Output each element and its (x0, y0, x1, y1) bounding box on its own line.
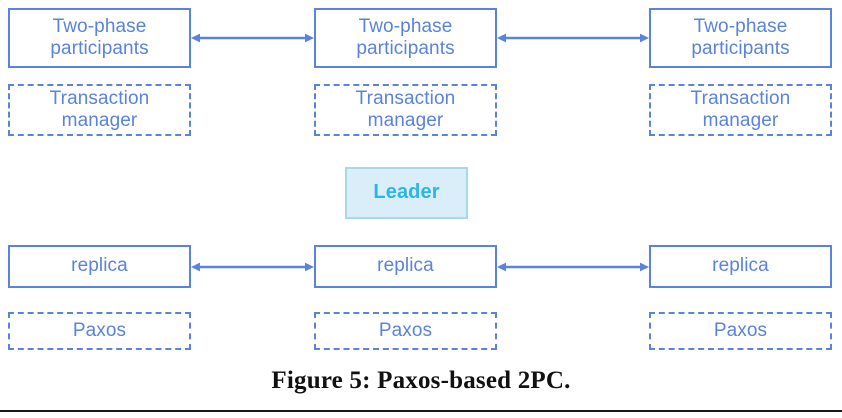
two-phase-participants-label-3: Two-phase participants (691, 15, 790, 59)
transaction-manager-label-2: Transaction manager (355, 87, 456, 131)
replica-box-3[interactable]: replica (649, 245, 832, 288)
paxos-box-1[interactable]: Paxos (8, 312, 191, 350)
two-phase-participants-label-1: Two-phase participants (50, 15, 149, 59)
two-phase-participants-label-2: Two-phase participants (356, 15, 455, 59)
transaction-manager-label-1: Transaction manager (49, 87, 150, 131)
arrow-participants-middle-right (497, 31, 649, 45)
bottom-divider (0, 410, 842, 412)
leader-box[interactable]: Leader (345, 167, 468, 219)
replica-label-3: replica (712, 255, 769, 277)
transaction-manager-box-2[interactable]: Transaction manager (314, 84, 497, 136)
leader-label: Leader (373, 181, 440, 204)
paxos-label-1: Paxos (72, 319, 127, 341)
replica-box-1[interactable]: replica (8, 245, 191, 288)
two-phase-participants-box-3[interactable]: Two-phase participants (649, 8, 832, 68)
transaction-manager-box-1[interactable]: Transaction manager (8, 84, 191, 136)
replica-box-2[interactable]: replica (314, 245, 497, 288)
paxos-label-2: Paxos (378, 319, 433, 341)
paxos-box-3[interactable]: Paxos (649, 312, 832, 350)
replica-label-1: replica (71, 255, 128, 277)
transaction-manager-label-3: Transaction manager (690, 87, 791, 131)
arrow-replica-middle-right (497, 260, 649, 274)
transaction-manager-box-3[interactable]: Transaction manager (649, 84, 832, 136)
paxos-label-3: Paxos (713, 319, 768, 341)
two-phase-participants-box-2[interactable]: Two-phase participants (314, 8, 497, 68)
arrow-participants-left-middle (191, 31, 314, 45)
arrow-replica-left-middle (191, 260, 314, 274)
figure-caption: Figure 5: Paxos-based 2PC. (271, 367, 571, 394)
two-phase-participants-box-1[interactable]: Two-phase participants (8, 8, 191, 68)
paxos-box-2[interactable]: Paxos (314, 312, 497, 350)
replica-label-2: replica (377, 255, 434, 277)
